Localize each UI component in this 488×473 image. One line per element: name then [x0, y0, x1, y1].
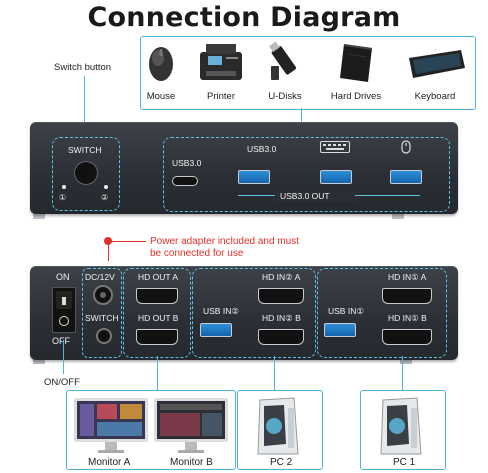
hd-out-a-label: HD OUT A	[138, 272, 178, 282]
hdmi-in2-b	[258, 329, 304, 345]
usb-in2-port	[200, 323, 232, 337]
mouse-small-icon	[401, 140, 411, 154]
connector-line	[63, 340, 64, 374]
usb-in1-label: USB IN①	[328, 306, 364, 317]
device-label: U-Disks	[262, 91, 308, 102]
printer-icon	[196, 40, 246, 84]
switch-label: SWITCH	[68, 145, 102, 155]
hd-in1-a-label: HD IN① A	[388, 272, 426, 283]
hdmi-in2-a	[258, 288, 304, 304]
power-rocker[interactable]	[52, 287, 76, 333]
switch-button[interactable]	[75, 162, 97, 184]
on-label: ON	[56, 272, 70, 282]
switch-port-label: SWITCH	[85, 313, 119, 323]
usb-in2-label: USB IN②	[203, 306, 239, 317]
switch-jack	[96, 328, 112, 344]
device-label: Hard Drives	[326, 91, 386, 102]
connector-line	[402, 356, 403, 392]
off-label: OFF	[52, 336, 70, 346]
device-label: Keyboard	[400, 91, 470, 102]
hd-in1-b-label: HD IN① B	[388, 313, 427, 324]
hd-in2-b-label: HD IN② B	[262, 313, 301, 324]
usb-port-1	[238, 170, 270, 184]
led-2-label: ②	[101, 193, 108, 202]
connector-line	[157, 356, 158, 392]
hard-drive-icon	[334, 40, 378, 84]
device-mouse: Mouse	[140, 40, 182, 102]
pc1-tower-icon	[377, 396, 427, 456]
usb-in1-port	[324, 323, 356, 337]
led-1	[62, 185, 66, 189]
power-adapter-note: Power adapter included and must be conne…	[150, 236, 300, 260]
usb-port-3	[390, 170, 422, 184]
device-label: Mouse	[140, 91, 182, 102]
monitor-a-icon	[72, 396, 150, 454]
on-off-label: ON/OFF	[44, 377, 80, 388]
hdmi-out-a	[136, 288, 178, 304]
pc2-label: PC 2	[270, 457, 292, 468]
page-title: Connection Diagram	[0, 2, 488, 33]
device-udisks: U-Disks	[262, 40, 308, 102]
usb-drive-icon	[265, 40, 305, 84]
keyboard-small-icon	[320, 141, 350, 153]
hdmi-out-b	[136, 329, 178, 345]
device-harddrive: Hard Drives	[326, 40, 386, 102]
mouse-icon	[145, 40, 177, 84]
power-note-line	[108, 241, 146, 242]
hd-in2-a-label: HD IN② A	[262, 272, 300, 283]
led-1-label: ①	[59, 193, 66, 202]
led-2	[104, 185, 108, 189]
dc-label: DC/12V	[85, 272, 115, 282]
connector-line	[274, 356, 275, 392]
dc-jack	[93, 285, 113, 305]
usb-out-label: USB3.0 OUT	[280, 191, 330, 201]
hdmi-in1-b	[382, 329, 432, 345]
device-printer: Printer	[193, 40, 249, 102]
pc2-tower-icon	[254, 396, 304, 456]
hdmi-in1-a	[382, 288, 432, 304]
monitor-b-label: Monitor B	[170, 457, 213, 468]
keyboard-icon	[403, 40, 467, 84]
power-note-line	[108, 241, 109, 261]
usb30-top-label: USB3.0	[247, 144, 276, 154]
monitor-b-icon	[152, 396, 230, 454]
switch-button-label: Switch button	[54, 62, 111, 73]
usb-port-2	[320, 170, 352, 184]
device-label: Printer	[193, 91, 249, 102]
monitor-a-label: Monitor A	[88, 457, 130, 468]
device-keyboard: Keyboard	[400, 40, 470, 102]
pc1-label: PC 1	[393, 457, 415, 468]
hd-out-b-label: HD OUT B	[138, 313, 178, 323]
